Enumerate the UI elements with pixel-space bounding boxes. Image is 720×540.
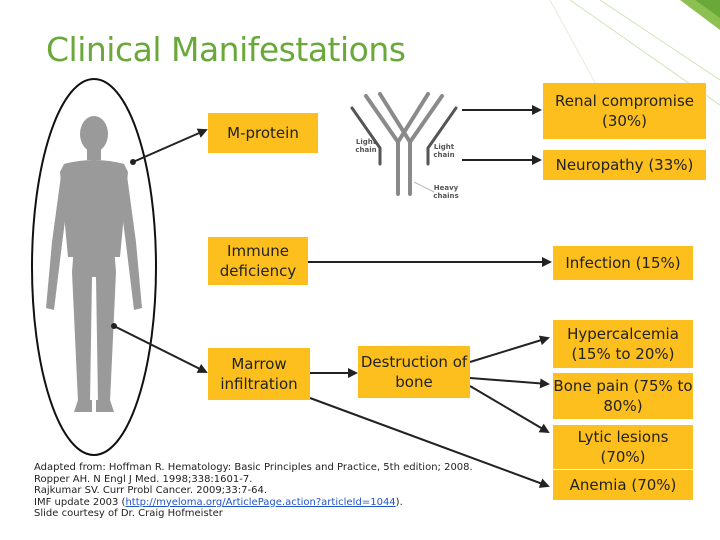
arrow-marrow bbox=[111, 323, 208, 373]
arrow-destruction-lytic bbox=[469, 385, 550, 434]
antibody-diagram bbox=[330, 82, 480, 216]
renal-compromise-box: Renal compromise (30%) bbox=[543, 83, 706, 139]
destruction-of-bone-box: Destruction of bone bbox=[358, 346, 470, 398]
light-chain-label-left: Light chain bbox=[355, 138, 377, 154]
reference-line: IMF update 2003 (http://myeloma.org/Arti… bbox=[34, 496, 403, 508]
arrow-marrow-anemia bbox=[309, 397, 550, 488]
arrow-destruction-hypercalcemia bbox=[469, 335, 550, 363]
heavy-chains-label: Heavy chains bbox=[433, 184, 459, 200]
reference-line: Adapted from: Hoffman R. Hematology: Bas… bbox=[34, 462, 473, 473]
arrow-destruction-bonepain bbox=[469, 377, 550, 389]
light-chain-label-right: Light chain bbox=[433, 143, 455, 159]
m-protein-box: M-protein bbox=[208, 113, 318, 153]
reference-line: Rajkumar SV. Curr Probl Cancer. 2009;33:… bbox=[34, 485, 268, 496]
reference-line: Ropper AH. N Engl J Med. 1998;338:1601-7… bbox=[34, 473, 253, 485]
myeloma-link[interactable]: http://myeloma.org/ArticlePage.action?ar… bbox=[125, 496, 396, 508]
marrow-infiltration-box: Marrow infiltration bbox=[208, 348, 310, 400]
human-body-icon bbox=[46, 116, 142, 412]
immune-deficiency-box: Immune deficiency bbox=[208, 237, 308, 285]
antibody-icon bbox=[350, 92, 458, 196]
infection-box: Infection (15%) bbox=[553, 246, 693, 280]
slide-title: Clinical Manifestations bbox=[46, 30, 406, 69]
neuropathy-box: Neuropathy (33%) bbox=[543, 150, 706, 180]
arrow-mprotein bbox=[130, 128, 208, 165]
reference-line: Slide courtesy of Dr. Craig Hofmeister bbox=[34, 508, 223, 519]
hypercalcemia-box: Hypercalcemia (15% to 20%) bbox=[553, 320, 693, 368]
corner-decoration bbox=[549, 0, 720, 110]
references: Adapted from: Hoffman R. Hematology: Bas… bbox=[34, 462, 473, 520]
lytic-lesions-box: Lytic lesions (70%) bbox=[553, 425, 693, 469]
anemia-box: Anemia (70%) bbox=[553, 470, 693, 500]
bone-pain-box: Bone pain (75% to 80%) bbox=[553, 373, 693, 419]
